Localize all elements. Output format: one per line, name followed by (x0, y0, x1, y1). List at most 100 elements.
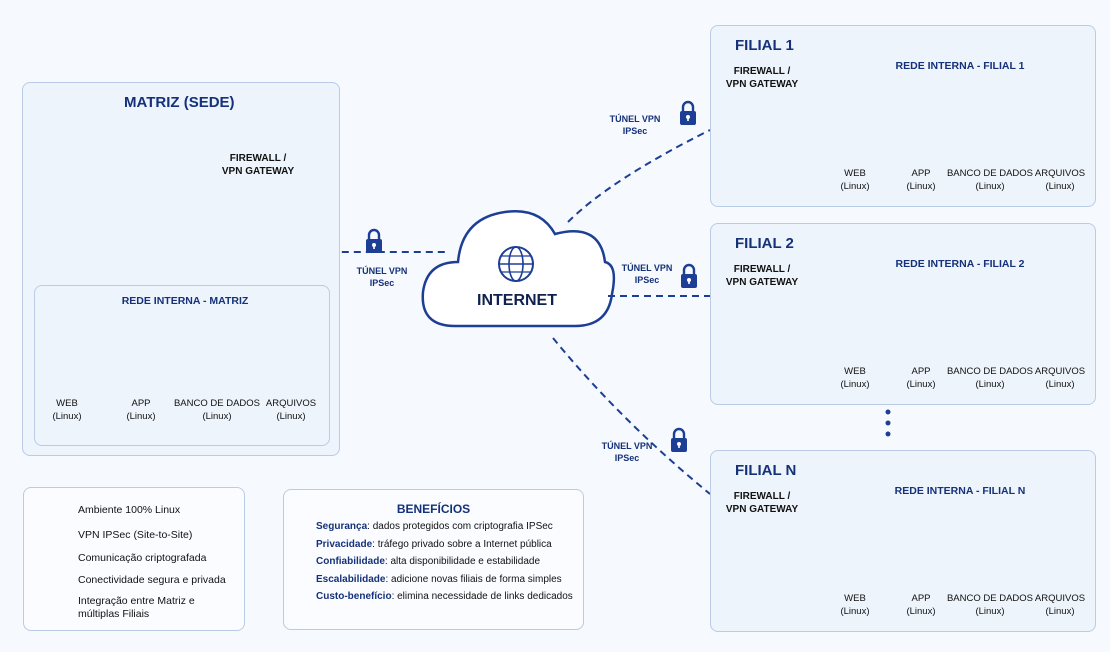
server-label: BANCO DE DADOS (Linux) (939, 592, 1041, 618)
server-name: APP (911, 593, 931, 604)
branch-panel-2 (710, 450, 1096, 632)
benefit-text: : alta disponibilidade e estabilidade (384, 556, 541, 567)
server-os: (Linux) (1045, 379, 1075, 390)
internet-label: INTERNET (477, 292, 557, 309)
lock-icon (681, 263, 697, 288)
globe-icon (498, 246, 534, 282)
server-label: ARQUIVOS (Linux) (1009, 365, 1110, 391)
benefit-label: Confiabilidade (316, 556, 385, 567)
server-label: BANCO DE DADOS (Linux) (166, 397, 268, 423)
server-os: (Linux) (840, 606, 870, 617)
tunnel-label-filial-1: TÚNEL VPN IPSec (600, 113, 670, 137)
server-label: APP(Linux) (870, 167, 972, 193)
server-label: BANCO DE DADOS(Linux) (939, 365, 1041, 391)
server-label: ARQUIVOS (Linux) (240, 397, 342, 423)
server-label: ARQUIVOS(Linux) (1009, 592, 1110, 618)
server-name: BANCO DE DADOS (173, 398, 261, 409)
server-name: WEB (844, 366, 866, 377)
server-os: (Linux) (975, 379, 1005, 390)
server-label: APP (Linux) (870, 592, 972, 618)
matriz-firewall-label: FIREWALL / VPN GATEWAY (212, 152, 304, 178)
benefits-title: BENEFÍCIOS (396, 502, 471, 516)
firewall-label-line1: FIREWALL / (229, 153, 287, 164)
ellipsis-dot (885, 431, 891, 437)
server-label: APP(Linux) (870, 365, 972, 391)
ellipsis-dot (885, 420, 891, 426)
server-os: (Linux) (276, 411, 306, 422)
server-os: (Linux) (840, 181, 870, 192)
server-name: ARQUIVOS (1034, 366, 1086, 377)
ellipsis-dot (885, 409, 891, 415)
legend-text: Comunicação criptografada (78, 552, 207, 564)
legend-item: Comunicação criptografada (78, 552, 238, 565)
legend-text: VPN IPSec (Site-to-Site) (78, 529, 193, 541)
server-name: WEB (844, 168, 866, 179)
server-name: ARQUIVOS (1034, 168, 1086, 179)
branch-title-0: FILIAL 1 (735, 37, 794, 54)
branch-network-title-0: REDE INTERNA - FILIAL 1 (895, 60, 1025, 72)
server-os: (Linux) (906, 181, 936, 192)
server-label: WEB (Linux) (804, 167, 906, 193)
internet-cloud-icon (421, 210, 616, 328)
branch-title-2: FILIAL N (735, 462, 797, 479)
server-label: WEB (Linux) (804, 592, 906, 618)
tunnel-label-line1: TÚNEL VPN (356, 266, 408, 276)
legend-item: Integração entre Matriz e múltiplas Fili… (78, 595, 238, 621)
vpn-tunnel-line (567, 129, 711, 223)
benefit-item: Segurança: dados protegidos com criptogr… (316, 521, 553, 532)
benefit-item: Privacidade: tráfego privado sobre a Int… (316, 539, 552, 550)
benefit-label: Escalabilidade (316, 573, 386, 585)
firewall-label-line1: FIREWALL / (733, 66, 791, 77)
benefit-item: Confiabilidade: alta disponibilidade e e… (316, 556, 540, 567)
tunnel-label-line2: IPSec (622, 126, 648, 136)
tunnel-label-line1: TÚNEL VPN (609, 114, 661, 124)
firewall-label-line2: VPN GATEWAY (725, 504, 799, 515)
server-os: (Linux) (975, 606, 1005, 617)
server-name: BANCO DE DADOS (946, 593, 1034, 604)
server-os: (Linux) (52, 411, 82, 422)
branch-network-title-1: REDE INTERNA - FILIAL 2 (895, 258, 1025, 270)
server-os: (Linux) (1045, 181, 1075, 192)
legend-text: Conectividade segura e privada (78, 574, 226, 586)
benefits-panel (283, 489, 584, 630)
benefit-label: Custo-benefício (316, 591, 392, 602)
legend-text: Ambiente 100% Linux (78, 504, 181, 516)
lock-icon (366, 228, 382, 253)
lock-icon (680, 100, 696, 125)
legend-panel (23, 487, 245, 631)
branch-firewall-label-0: FIREWALL /VPN GATEWAY (714, 65, 810, 91)
server-name: WEB (56, 398, 78, 409)
server-os: (Linux) (202, 411, 232, 422)
server-label: APP(Linux) (90, 397, 192, 423)
server-name: WEB (844, 593, 866, 604)
firewall-label-line1: FIREWALL / (733, 264, 791, 275)
legend-item: VPN IPSec (Site-to-Site) (78, 529, 238, 542)
server-name: ARQUIVOS (265, 398, 317, 409)
branch-panel-1 (710, 223, 1096, 405)
benefit-item: Escalabilidade: adicione novas filiais d… (316, 574, 562, 585)
benefit-item: Custo-benefício: elimina necessidade de … (316, 591, 573, 602)
server-label: ARQUIVOS (Linux) (1009, 167, 1110, 193)
firewall-label-line2: VPN GATEWAY (725, 277, 799, 288)
tunnel-label-filial-n: TÚNEL VPN IPSec (592, 440, 662, 464)
tunnel-label-line1: TÚNEL VPN (601, 441, 653, 451)
branch-panel-0 (710, 25, 1096, 207)
matriz-network-title: REDE INTERNA - MATRIZ (121, 295, 249, 307)
firewall-label-line2: VPN GATEWAY (221, 166, 295, 177)
server-label: WEB(Linux) (804, 365, 906, 391)
server-os: (Linux) (126, 411, 156, 422)
legend-item: Ambiente 100% Linux (78, 504, 238, 517)
benefit-text: : adicione novas filiais de forma simple… (385, 573, 562, 585)
server-os: (Linux) (906, 606, 936, 617)
tunnel-label-line2: IPSec (614, 453, 640, 463)
branch-network-title-2: REDE INTERNA - FILIAL N (894, 485, 1026, 497)
server-name: ARQUIVOS (1034, 593, 1086, 604)
server-os: (Linux) (906, 379, 936, 390)
benefit-text: : elimina necessidade de links dedicados (391, 591, 573, 602)
branch-firewall-label-2: FIREWALL / VPN GATEWAY (714, 490, 810, 516)
benefit-label: Privacidade (316, 538, 373, 550)
server-os: (Linux) (975, 181, 1005, 192)
firewall-label-line1: FIREWALL / (733, 491, 791, 502)
